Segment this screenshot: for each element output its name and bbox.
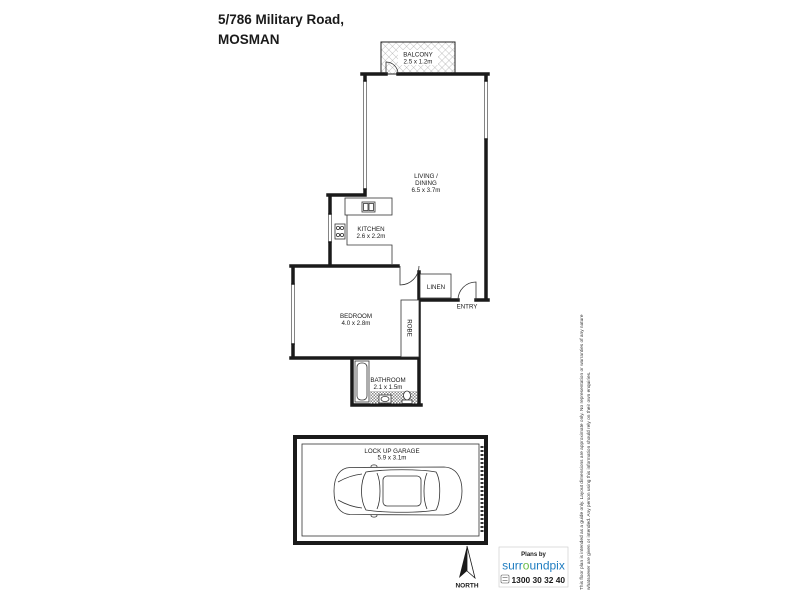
kitchen-size: 2.6 x 2.2m <box>357 233 386 240</box>
door-swing-balcony <box>385 61 399 75</box>
sink-outline <box>361 201 376 213</box>
car-hood-line <box>337 499 363 509</box>
robe: ROBE <box>400 299 420 358</box>
living-name-line1: LIVING / <box>414 173 438 180</box>
logo-caption: Plans by <box>521 552 546 558</box>
sink-icon <box>361 201 376 213</box>
car-windshield <box>376 472 381 510</box>
toilet-cistern <box>401 399 413 404</box>
apartment-plan: BALCONY 2.5 x 1.2m LIVING / DINING 6.5 x… <box>289 41 490 407</box>
linen-outline <box>419 273 452 299</box>
kitchen: KITCHEN 2.6 x 2.2m <box>334 197 393 264</box>
bathroom-name: BATHROOM <box>370 377 405 384</box>
window-bedroom <box>291 283 295 345</box>
north-arrow-icon <box>459 545 476 580</box>
brand-logo: Plans by surroundpix 1300 30 32 40 <box>498 546 569 588</box>
logo-box <box>498 546 569 588</box>
door-swing-entry <box>457 281 477 301</box>
north-arrow-right <box>466 545 476 580</box>
stove-top <box>334 223 346 240</box>
garage-size: 5.9 x 3.1m <box>378 455 407 462</box>
entry-name: ENTRY <box>457 304 478 311</box>
balcony: BALCONY 2.5 x 1.2m <box>380 41 456 75</box>
kitchen-bench-edge <box>346 215 393 264</box>
linen-name: LINEN <box>427 284 445 291</box>
balcony-name: BALCONY <box>403 52 433 59</box>
disclaimer-line: This floor plan is intended as a guide o… <box>579 314 585 590</box>
living-dining: LIVING / DINING 6.5 x 3.7m <box>412 173 441 194</box>
stove-burner <box>335 225 340 230</box>
brand-part: o <box>523 559 530 573</box>
disclaimer: This floor plan is intended as a guide o… <box>579 314 592 590</box>
title-block: 5/786 Military Road, MOSMAN <box>218 12 344 47</box>
balcony-size: 2.5 x 1.2m <box>404 59 433 66</box>
garage-walls <box>293 435 488 545</box>
stove-burner <box>339 232 344 237</box>
robe-outline <box>400 299 420 358</box>
brand-part: surr <box>502 559 523 573</box>
bedroom-name: BEDROOM <box>340 313 372 320</box>
brand-mark-frame <box>500 574 510 584</box>
brand-mark-icon <box>500 574 510 584</box>
window-living-west <box>363 80 367 190</box>
bathtub-basin <box>356 362 368 401</box>
living-size: 6.5 x 3.7m <box>412 187 441 194</box>
garage-inner-line <box>301 443 480 537</box>
bathroom-size: 2.1 x 1.5m <box>374 384 403 391</box>
suburb-line: MOSMAN <box>218 32 280 47</box>
garage: LOCK UP GARAGE 5.9 x 3.1m <box>293 435 488 545</box>
car-hood-line <box>337 473 363 483</box>
stove-burner <box>339 225 344 230</box>
north-label: NORTH <box>455 583 478 590</box>
sink-bowl <box>363 203 369 211</box>
living-name-line2: DINING <box>415 180 437 187</box>
stove-icon <box>334 223 346 240</box>
window-kitchen <box>328 213 332 243</box>
car-icon <box>333 464 463 518</box>
bathroom: BATHROOM 2.1 x 1.5m <box>354 360 417 404</box>
north-arrow-left <box>459 546 467 578</box>
bathtub-icon <box>354 360 370 403</box>
stove-burner <box>335 232 340 237</box>
bedroom: BEDROOM 4.0 x 2.8m <box>340 313 372 327</box>
disclaimer-line: whatsoever are given or intended. Any pe… <box>586 372 592 590</box>
basin-icon <box>378 394 392 404</box>
robe-name: ROBE <box>406 319 413 337</box>
door-swing-bedroom <box>399 265 420 286</box>
car-roof <box>382 475 422 507</box>
sink-bowl <box>368 203 374 211</box>
logo-phone: 1300 30 32 40 <box>512 575 566 585</box>
garage-name: LOCK UP GARAGE <box>364 448 419 455</box>
car-rear-window <box>423 472 428 510</box>
logo-brand-name: surroundpix <box>502 559 565 573</box>
linen: LINEN <box>419 273 452 299</box>
address-line: 5/786 Military Road, <box>218 12 344 27</box>
bedroom-size: 4.0 x 2.8m <box>342 320 371 327</box>
compass: NORTH <box>455 545 479 590</box>
toilet-icon <box>401 390 413 404</box>
basin-bowl <box>380 395 390 402</box>
balcony-label-bg <box>398 50 438 65</box>
toilet-bowl <box>403 390 411 401</box>
kitchen-name: KITCHEN <box>357 226 384 233</box>
brand-part: undpix <box>529 559 564 573</box>
window-living-east <box>484 80 488 140</box>
